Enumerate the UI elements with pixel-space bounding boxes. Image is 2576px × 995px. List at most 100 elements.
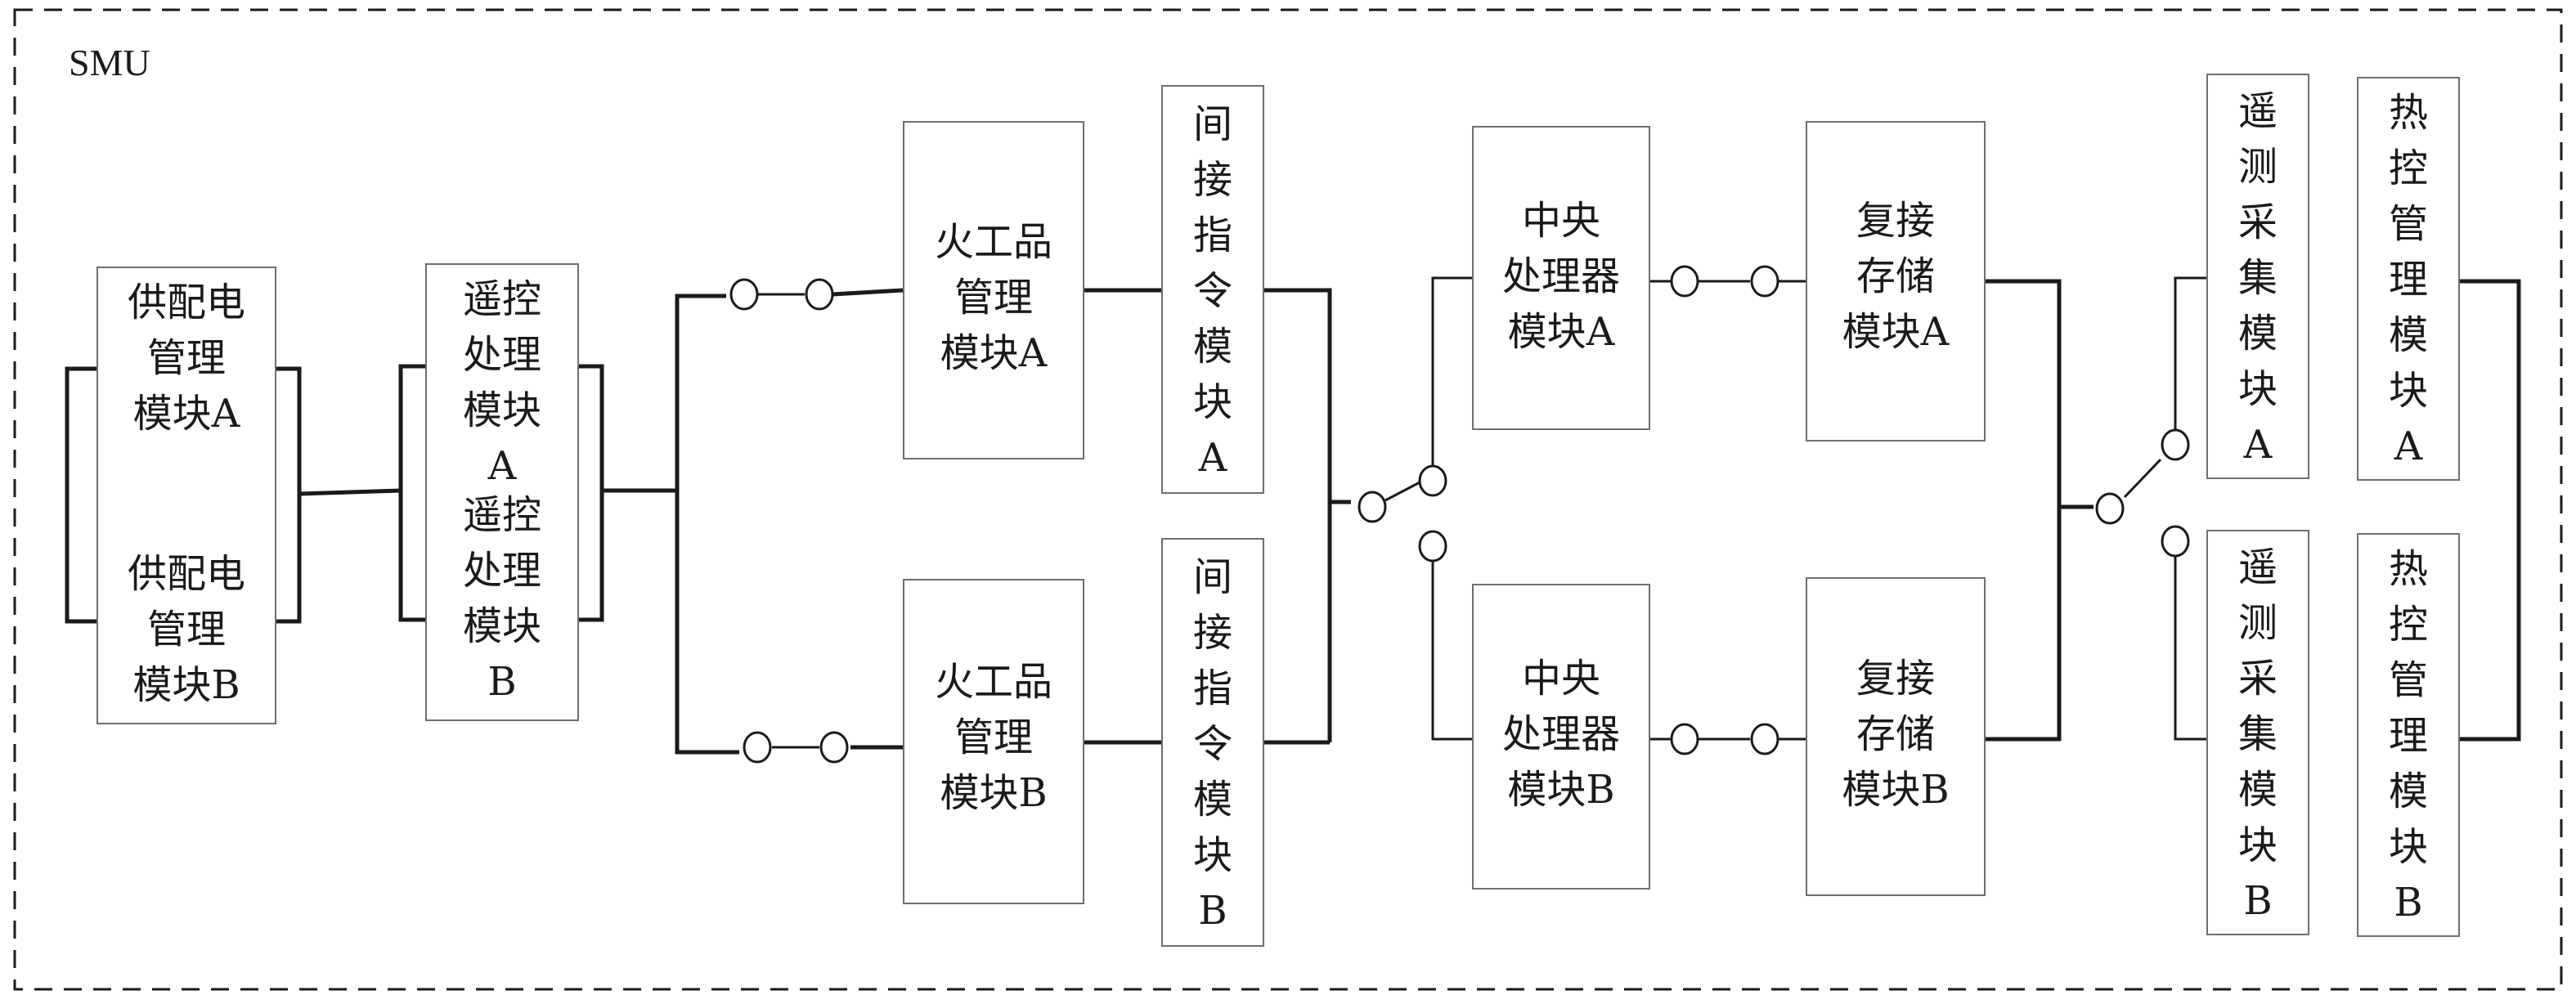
cpu-module-a-label: 中央 处理器 模块A	[1472, 193, 1650, 360]
switch-contact-central-common	[1358, 491, 1387, 523]
text-char: 理	[2388, 257, 2428, 303]
pyro-module-a	[903, 121, 1084, 459]
smu-label: SMU	[69, 42, 150, 83]
text-line: 模块	[462, 388, 541, 433]
text-line: 火工品	[934, 219, 1052, 265]
thermal-bracket	[2460, 279, 2521, 742]
text-line: 管理	[954, 275, 1033, 320]
text-line: 供配电	[127, 280, 245, 325]
central-switch-arm	[1384, 481, 1420, 502]
text-line: 模块B	[132, 662, 240, 708]
storage-module-a-label: 复接 存储 模块A	[1806, 193, 1986, 360]
text-line: 遥控	[462, 492, 541, 538]
text-line: A	[487, 443, 517, 489]
switch-contact-central-a	[1418, 464, 1447, 497]
text-char: A	[2243, 422, 2273, 468]
telemetry-module-b	[2206, 530, 2309, 935]
telemetry-module-a	[2206, 74, 2309, 479]
power-bracket-left	[65, 366, 96, 624]
text-char: 热	[2388, 90, 2428, 136]
bus-fork	[675, 294, 739, 755]
indirect-cmd-module-a	[1161, 85, 1264, 494]
thermal-module-b	[2357, 533, 2460, 937]
cpu-module-b-label: 中央 处理器 模块B	[1472, 651, 1650, 818]
text-char: 测	[2237, 144, 2278, 190]
text-char: 块	[1192, 832, 1232, 878]
text-char: 指	[1192, 666, 1232, 711]
remote-control-module-b-label: 遥控 处理 模块 B	[425, 487, 579, 710]
pyro-module-b-label: 火工品 管理 模块B	[903, 654, 1084, 821]
telemetry-switch-arm	[2123, 458, 2162, 499]
cpu-a-input	[1431, 276, 1472, 468]
text-line: 火工品	[934, 659, 1052, 705]
text-line: 复接	[1856, 656, 1935, 701]
text-line: 处理器	[1501, 253, 1620, 299]
power-module-b-label: 供配电 管理 模块B	[96, 546, 276, 713]
text-line: 管理	[146, 335, 226, 381]
thermal-module-b-label: 热 控 管 理 模 块 B	[2384, 541, 2433, 930]
text-char: B	[2243, 878, 2273, 924]
text-line: 中央	[1521, 656, 1600, 701]
text-char: 模	[2388, 769, 2428, 814]
cmd-a-output	[1264, 288, 1351, 504]
text-char: 遥	[2237, 545, 2278, 590]
indirect-cmd-module-a-label: 间 接 指 令 模 块 A	[1188, 96, 1237, 486]
switch-contact-pyro-a-1	[729, 278, 759, 311]
text-line: 遥控	[462, 276, 541, 322]
switch-contact-central-b	[1418, 530, 1447, 562]
text-char: 间	[1192, 101, 1232, 147]
text-char: 理	[2388, 713, 2428, 759]
text-line: 模块B	[940, 770, 1048, 816]
text-char: 控	[2388, 146, 2428, 191]
text-char: 间	[1192, 554, 1232, 600]
switch-contact-pyro-b-2	[819, 731, 849, 764]
telemetry-module-a-label: 遥 测 采 集 模 块 A	[2233, 83, 2282, 473]
remote-bracket-left	[398, 364, 425, 622]
power-module-pair	[96, 267, 276, 724]
pyro-a-input	[832, 288, 904, 297]
pyro-module-b	[903, 579, 1084, 904]
text-line: 中央	[1521, 198, 1600, 244]
text-line: 管理	[146, 607, 226, 652]
switch-contact-cpu-b-2	[1750, 723, 1779, 755]
storage-module-a	[1806, 121, 1986, 441]
telemetry-module-b-label: 遥 测 采 集 模 块 B	[2233, 540, 2282, 929]
text-line: 存储	[1856, 253, 1935, 299]
text-char: 热	[2388, 546, 2428, 592]
text-line: 管理	[954, 715, 1033, 760]
smu-boundary	[13, 8, 2563, 991]
text-line: 模块B	[1842, 767, 1950, 813]
text-line: 处理器	[1501, 711, 1620, 757]
text-char: 块	[2237, 366, 2278, 412]
text-char: 模	[2388, 312, 2428, 358]
text-char: 集	[2237, 711, 2278, 757]
text-line: 供配电	[127, 551, 245, 597]
text-char: 模	[1192, 324, 1232, 370]
pyro-module-a-label: 火工品 管理 模块A	[903, 214, 1084, 381]
cpu-module-b	[1472, 584, 1650, 890]
storage-a-output	[1986, 279, 2094, 509]
switch-contact-pyro-b-1	[743, 731, 772, 764]
text-line: 模块A	[1507, 309, 1615, 355]
text-char: 集	[2237, 255, 2278, 301]
text-char: 令	[1192, 268, 1232, 314]
telemetry-b-input	[2174, 556, 2206, 741]
storage-b-output	[1986, 507, 2062, 742]
text-line: 处理	[462, 548, 541, 594]
cpu-module-a	[1472, 126, 1650, 430]
thermal-module-a	[2357, 77, 2460, 481]
switch-contact-telemetry-common	[2095, 492, 2125, 525]
text-char: 接	[1192, 157, 1232, 203]
indirect-cmd-module-b-label: 间 接 指 令 模 块 B	[1188, 549, 1237, 939]
text-char: 块	[2388, 824, 2428, 870]
text-line: 模块A	[1842, 309, 1950, 355]
text-char: 测	[2237, 600, 2278, 646]
remote-bracket-right	[579, 364, 604, 622]
text-char: 指	[1192, 213, 1232, 258]
text-char: 控	[2388, 602, 2428, 648]
text-char: 管	[2388, 657, 2428, 703]
text-char: 令	[1192, 721, 1232, 767]
text-char: A	[1198, 435, 1227, 481]
switch-contact-pyro-a-2	[805, 278, 834, 311]
